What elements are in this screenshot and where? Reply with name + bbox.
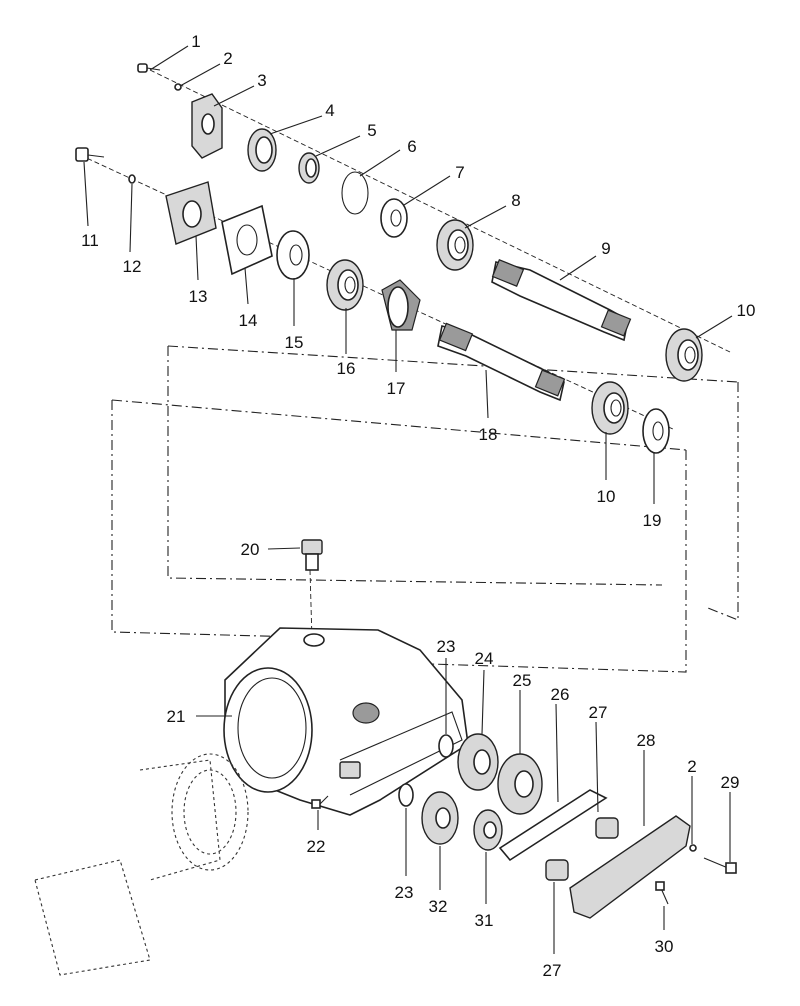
callout-8: 8 (511, 191, 520, 210)
part-21-gear-housing (223, 627, 469, 816)
callout-2-lower: 2 (687, 757, 696, 776)
callout-17: 17 (387, 379, 406, 398)
callout-7: 7 (455, 163, 464, 182)
callout-15: 15 (285, 333, 304, 352)
part-24-gear (457, 733, 499, 791)
part-10-bearing-lower (591, 381, 629, 435)
upper-axis (149, 69, 731, 353)
part-1-bolt (137, 63, 161, 73)
part-3-plate (191, 93, 223, 159)
part-30-bolt (655, 881, 669, 905)
callout-23-lower: 23 (395, 883, 414, 902)
callout-6: 6 (407, 137, 416, 156)
part-9-shaft (491, 259, 632, 342)
callout-25: 25 (513, 671, 532, 690)
callout-28: 28 (637, 731, 656, 750)
part-27-collar-lower (545, 859, 569, 881)
lower-axis (79, 154, 676, 431)
part-31-gear (473, 809, 503, 851)
mating-shaft-tube (34, 759, 221, 976)
callout-14: 14 (239, 311, 258, 330)
callout-18: 18 (479, 425, 498, 444)
part-5-collar (298, 152, 320, 184)
callout-11: 11 (81, 231, 99, 250)
part-18-shaft (437, 322, 566, 402)
callout-32: 32 (429, 897, 448, 916)
part-16-bearing (326, 259, 364, 311)
part-6-snap-ring (341, 171, 369, 215)
callout-27-lower: 27 (543, 961, 562, 980)
part-23-ring-upper (438, 734, 454, 758)
callout-19: 19 (643, 511, 662, 530)
part-15-shim (276, 230, 310, 280)
part-20-plug (301, 539, 323, 571)
leader-lines (83, 45, 733, 954)
callout-23-upper: 23 (437, 637, 456, 656)
callout-9: 9 (601, 239, 610, 258)
part-28-cover (569, 815, 691, 919)
part-4-seal (247, 128, 277, 172)
callout-1: 1 (191, 32, 200, 51)
callout-30: 30 (655, 937, 674, 956)
callout-31: 31 (475, 911, 494, 930)
callout-10-lower: 10 (597, 487, 616, 506)
callout-10-upper: 10 (737, 301, 756, 320)
part-25-gear (497, 753, 543, 815)
mating-gear-sprocket (171, 753, 249, 871)
callout-20: 20 (241, 540, 260, 559)
part-26-gasket (498, 789, 608, 862)
part-8-bearing (436, 219, 474, 271)
callout-16: 16 (337, 359, 356, 378)
callout-24: 24 (475, 649, 494, 668)
part-2-washer (174, 83, 182, 91)
part-2-washer-lower (689, 844, 697, 852)
callout-3: 3 (257, 71, 266, 90)
assembly-outline-lower (111, 399, 687, 673)
callout-22: 22 (307, 837, 326, 856)
part-32-gear (421, 791, 459, 845)
callout-26: 26 (551, 685, 570, 704)
callout-4: 4 (325, 101, 334, 120)
callout-labels: 1 2 3 4 5 6 7 8 9 10 11 12 13 14 15 16 1… (81, 32, 755, 980)
callout-21: 21 (167, 707, 186, 726)
part-29-bolt (703, 857, 737, 874)
part-13-plate (165, 181, 217, 245)
callout-29: 29 (721, 773, 740, 792)
part-19-shim (642, 408, 670, 454)
callout-13: 13 (189, 287, 208, 306)
callout-2: 2 (223, 49, 232, 68)
part-27-collar-upper (595, 817, 619, 839)
part-12-washer (128, 174, 136, 184)
callout-27-upper: 27 (589, 703, 608, 722)
assembly-outline-upper (167, 345, 739, 621)
callout-5: 5 (367, 121, 376, 140)
part-7-shim (380, 198, 408, 238)
part-10-bearing-upper (665, 328, 703, 382)
part-23-ring-lower (398, 783, 414, 807)
part-17-bevel-gear (381, 279, 421, 331)
part-11-bolt (75, 147, 105, 162)
part-14-gasket (221, 204, 273, 276)
callout-12: 12 (123, 257, 142, 276)
part-22-bolt (311, 795, 329, 809)
